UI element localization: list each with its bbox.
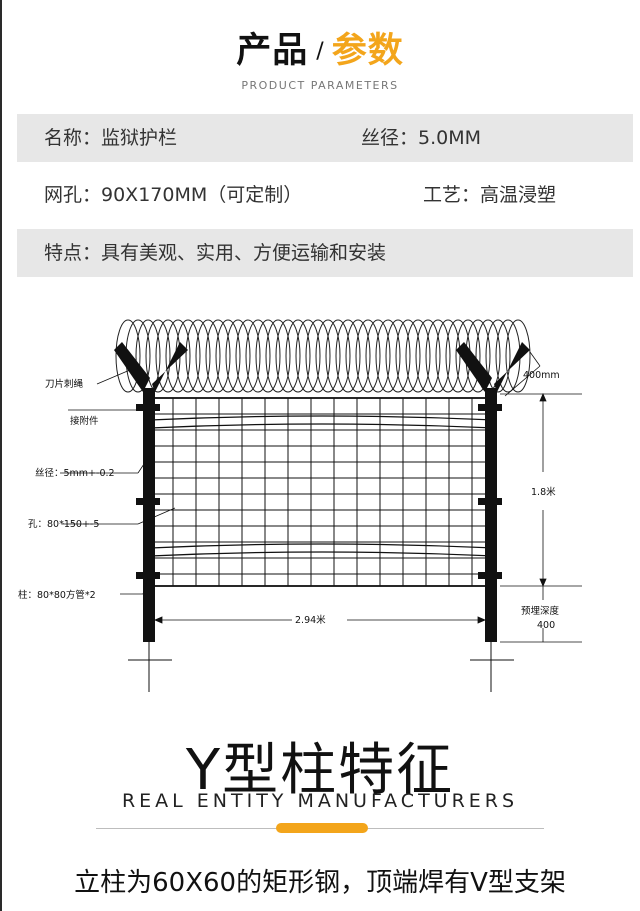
arm-dimension — [504, 351, 541, 397]
dim-height-label: 1.8米 — [531, 486, 556, 498]
razor-coil-loop — [355, 319, 381, 393]
label-fitting: 接附件 — [70, 415, 99, 427]
razor-coil-loop — [245, 319, 271, 393]
razor-coil-loop — [485, 319, 511, 393]
title-part-product: 产品 — [236, 31, 309, 71]
spec-process: 工艺：高温浸塑 — [423, 184, 557, 206]
label-hole-size: 孔：80*150+-5 — [28, 519, 99, 530]
label-razor-wire: 刀片刺绳 — [45, 378, 84, 390]
razor-coil-loop — [295, 319, 321, 393]
embed-depth-label: 预埋深度 — [521, 605, 560, 617]
ground-lines — [128, 642, 514, 692]
razor-coil-loop — [265, 319, 291, 393]
razor-coil-loop — [345, 319, 371, 393]
section-subtitle: REAL ENTITY MANUFACTURERS — [121, 790, 519, 812]
razor-coil-loop — [395, 319, 421, 393]
razor-coil-loop — [225, 319, 251, 393]
razor-coil-loop — [405, 319, 431, 393]
razor-coil-loop — [435, 319, 461, 393]
accent-pill — [276, 823, 368, 833]
spec-wire: 丝径：5.0MM — [361, 127, 482, 149]
razor-coil-loop — [385, 319, 411, 393]
razor-coil-loop — [335, 319, 361, 393]
spec-row-3: 特点：具有美观、实用、方便运输和安装 — [17, 229, 633, 277]
header-subtitle: PRODUCT PARAMETERS — [241, 79, 399, 92]
razor-coil-loop — [375, 319, 401, 393]
right-post — [456, 342, 530, 642]
spec-name: 名称：监狱护栏 — [44, 127, 178, 149]
width-dimension — [153, 616, 487, 624]
dim-arm-label: 400mm — [523, 370, 560, 381]
razor-coil-loop — [185, 319, 211, 393]
left-edge-line — [0, 0, 2, 911]
razor-coil-loop — [165, 319, 191, 393]
razor-coil-loop — [315, 319, 341, 393]
razor-coil-loop — [415, 319, 441, 393]
embed-depth-value: 400 — [537, 620, 555, 631]
spec-row-2: 网孔：90X170MM（可定制） 工艺：高温浸塑 — [17, 171, 633, 219]
dim-width-label: 2.94米 — [295, 614, 326, 626]
razor-coil-loop — [195, 319, 221, 393]
razor-coil-loop — [455, 319, 481, 393]
left-post — [114, 342, 188, 642]
razor-coil-loop — [235, 319, 261, 393]
razor-coil-loop — [205, 319, 231, 393]
title-part-parameters: 参数 — [331, 31, 404, 71]
label-wire-diameter: 丝径：5mm+-0.2 — [35, 467, 115, 479]
header-title: 产品 / 参数 — [0, 22, 640, 73]
spec-feature: 特点：具有美观、实用、方便运输和安装 — [44, 242, 387, 264]
razor-coil-loop — [145, 319, 171, 393]
spec-mesh: 网孔：90X170MM（可定制） — [44, 184, 303, 206]
title-separator: / — [316, 39, 324, 64]
height-dimension — [500, 392, 582, 643]
razor-coil-loop — [115, 319, 141, 393]
callout-lines — [60, 369, 176, 595]
razor-coil-loop — [365, 319, 391, 393]
razor-coil-loop — [275, 319, 301, 393]
razor-coil-loop — [425, 319, 451, 393]
spec-row-1: 名称：监狱护栏 丝径：5.0MM — [17, 114, 633, 162]
razor-wire-coils — [115, 319, 531, 393]
razor-coil-loop — [505, 319, 531, 393]
mesh-panel — [149, 397, 496, 587]
razor-coil-loop — [305, 319, 331, 393]
fence-diagram-svg: 2.94米 1.8米 预埋深度 400 400mm — [18, 319, 582, 692]
razor-coil-loop — [285, 319, 311, 393]
section-description: 立柱为60X60的矩形钢，顶端焊有V型支架 — [74, 868, 566, 898]
razor-coil-loop — [255, 319, 281, 393]
razor-coil-loop — [215, 319, 241, 393]
section-title: Y型柱特征 — [185, 738, 455, 803]
fence-diagram: 2.94米 1.8米 预埋深度 400 400mm — [0, 300, 640, 700]
label-post-size: 柱：80*80方管*2 — [18, 589, 96, 601]
razor-coil-loop — [325, 319, 351, 393]
